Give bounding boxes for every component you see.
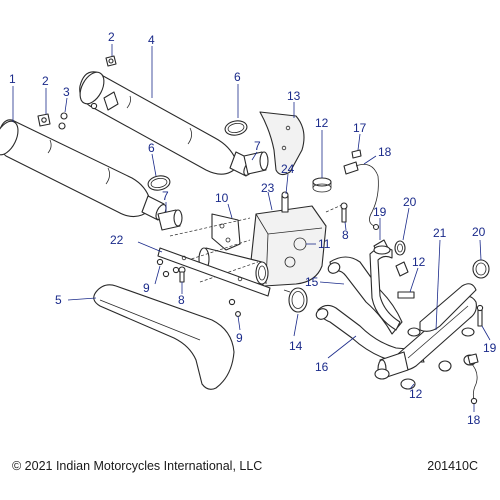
clip-part-17 (351, 149, 362, 159)
lower-heat-shield-part-5 (93, 284, 235, 390)
callout-7-lower: 7 (162, 189, 169, 203)
callout-24: 24 (281, 162, 295, 176)
header-assembly-part-21 (377, 283, 477, 379)
gasket-part-12-mid (395, 261, 415, 299)
o-ring-part-20-right (472, 259, 490, 279)
callout-14: 14 (289, 339, 303, 353)
o-ring-part-20-top (394, 240, 406, 256)
nut-part-9 (156, 258, 241, 317)
callout-9-right: 9 (236, 331, 243, 345)
callout-13: 13 (287, 89, 301, 103)
callout-12-mid: 12 (412, 255, 426, 269)
band-clamp-part-14 (283, 287, 308, 313)
o2-sensor-part-18-bottom (467, 353, 479, 405)
callout-20-top: 20 (403, 195, 417, 209)
lower-clamp-part-6 (147, 175, 171, 191)
upper-clamp-part-6 (224, 120, 248, 136)
o2-sensor-part-18-top (343, 161, 380, 231)
crossover-box-part-23 (249, 205, 327, 287)
callout-6-upper: 6 (234, 70, 241, 84)
nut-part-3 (58, 102, 98, 130)
callout-20-right: 20 (472, 225, 486, 239)
heat-shield-part-13 (259, 111, 305, 176)
callout-labels: 1 2 3 2 4 6 6 7 7 13 12 17 18 24 23 10 2… (9, 30, 497, 427)
callout-19-right: 19 (483, 341, 497, 355)
callout-9-left: 9 (143, 281, 150, 295)
callout-8-left: 8 (178, 293, 185, 307)
bracket-part-10 (211, 213, 241, 251)
copyright-text: © 2021 Indian Motorcycles International,… (12, 459, 263, 473)
band-clamp-part-12-top (312, 177, 332, 193)
stud-part-19-right (476, 304, 484, 327)
callout-18-top: 18 (378, 145, 392, 159)
callout-4: 4 (148, 33, 155, 47)
callout-19-top: 19 (373, 205, 387, 219)
callout-16: 16 (315, 360, 329, 374)
callout-3: 3 (63, 85, 70, 99)
bolt-part-8-left (178, 266, 186, 283)
callout-5: 5 (55, 293, 62, 307)
callout-2-upper: 2 (108, 30, 115, 44)
lower-screw-part-2 (37, 113, 51, 127)
callout-7-upper: 7 (254, 139, 261, 153)
upper-coupler-part-7 (243, 151, 269, 175)
leader-lines (12, 44, 491, 412)
callout-11: 11 (318, 237, 331, 251)
lower-coupler-part-7 (157, 209, 183, 231)
callout-22: 22 (110, 233, 124, 247)
callout-6-lower: 6 (148, 141, 155, 155)
callout-18-bottom: 18 (467, 413, 481, 427)
diagram-code: 201410C (427, 459, 478, 473)
callout-10: 10 (215, 191, 229, 205)
callout-12-bottom: 12 (409, 387, 423, 401)
callout-23: 23 (261, 181, 275, 195)
callout-2-lower: 2 (42, 74, 49, 88)
callout-21: 21 (433, 226, 447, 240)
bolt-part-24 (281, 191, 289, 213)
callout-17: 17 (353, 121, 367, 135)
callout-12-top: 12 (315, 116, 329, 130)
callout-1: 1 (9, 72, 16, 86)
callout-8-right: 8 (342, 228, 349, 242)
mount-bracket-part-22 (157, 247, 271, 297)
callout-15: 15 (305, 275, 319, 289)
bolt-part-8-right (340, 202, 348, 223)
upper-screw-part-2 (105, 55, 117, 67)
